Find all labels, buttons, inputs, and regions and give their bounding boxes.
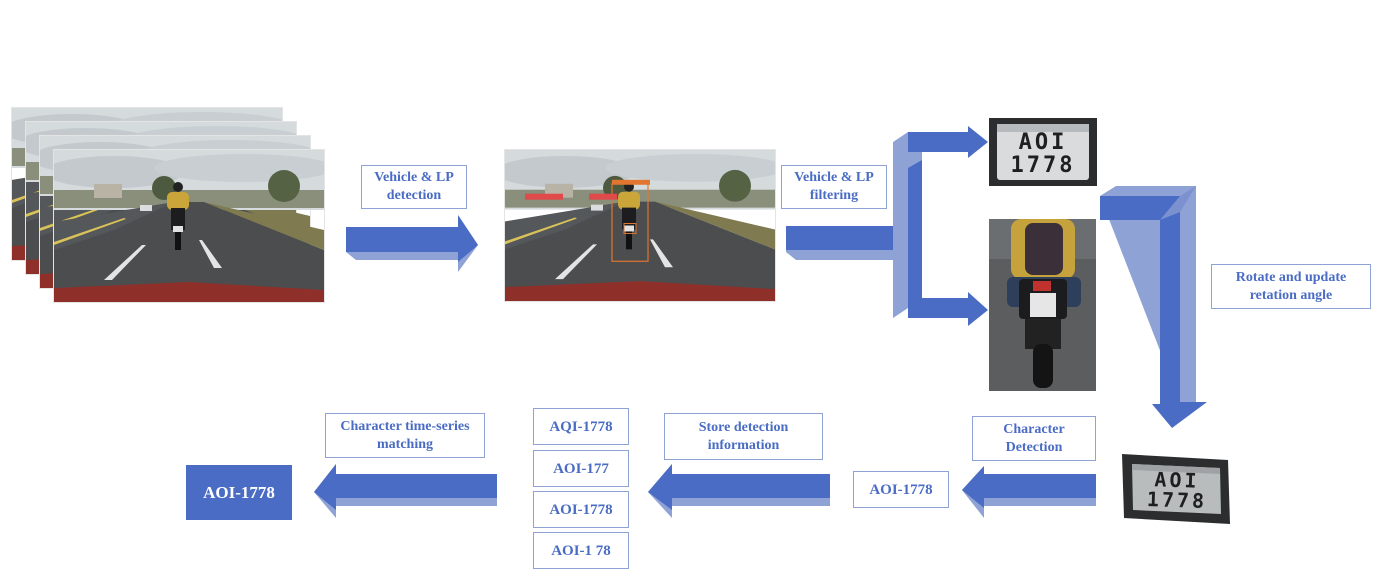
vehicle-lp-filtering-label: Vehicle & LP filtering xyxy=(781,165,887,209)
stored-detection-item: AQI-1778 xyxy=(533,408,629,445)
arrow-left-icon xyxy=(648,464,830,518)
arrow-down-icon xyxy=(1100,186,1207,428)
plate-line-2: 1778 xyxy=(1010,153,1076,178)
detection-frame xyxy=(505,150,775,301)
vehicle-lp-detection-label: Vehicle & LP detection xyxy=(361,165,467,209)
character-detection-label: Character Detection xyxy=(972,416,1096,461)
stored-detection-item: AOI-1 78 xyxy=(533,532,629,569)
store-detection-label: Store detection information xyxy=(664,413,823,460)
cropped-vehicle-image xyxy=(989,219,1096,391)
stored-detection-item: AOI-177 xyxy=(533,450,629,487)
cropped-plate-image: AOI 1778 xyxy=(989,118,1097,186)
video-frame xyxy=(54,150,324,302)
stored-detection-item: AOI-1778 xyxy=(533,491,629,528)
rotate-update-label: Rotate and update retation angle xyxy=(1211,264,1371,309)
split-bracket-icon xyxy=(893,126,988,326)
character-matching-label: Character time-series matching xyxy=(325,413,485,458)
arrow-right-icon xyxy=(786,226,893,260)
arrow-right-icon xyxy=(346,215,478,272)
final-result-box: AOI-1778 xyxy=(186,465,292,520)
detection-result-box: AOI-1778 xyxy=(853,471,949,508)
arrow-left-icon xyxy=(314,464,497,518)
rotated-plate-image: AOI 1778 xyxy=(1120,452,1232,526)
arrow-left-icon xyxy=(962,466,1096,518)
plate-line-1: AOI xyxy=(1018,130,1068,155)
